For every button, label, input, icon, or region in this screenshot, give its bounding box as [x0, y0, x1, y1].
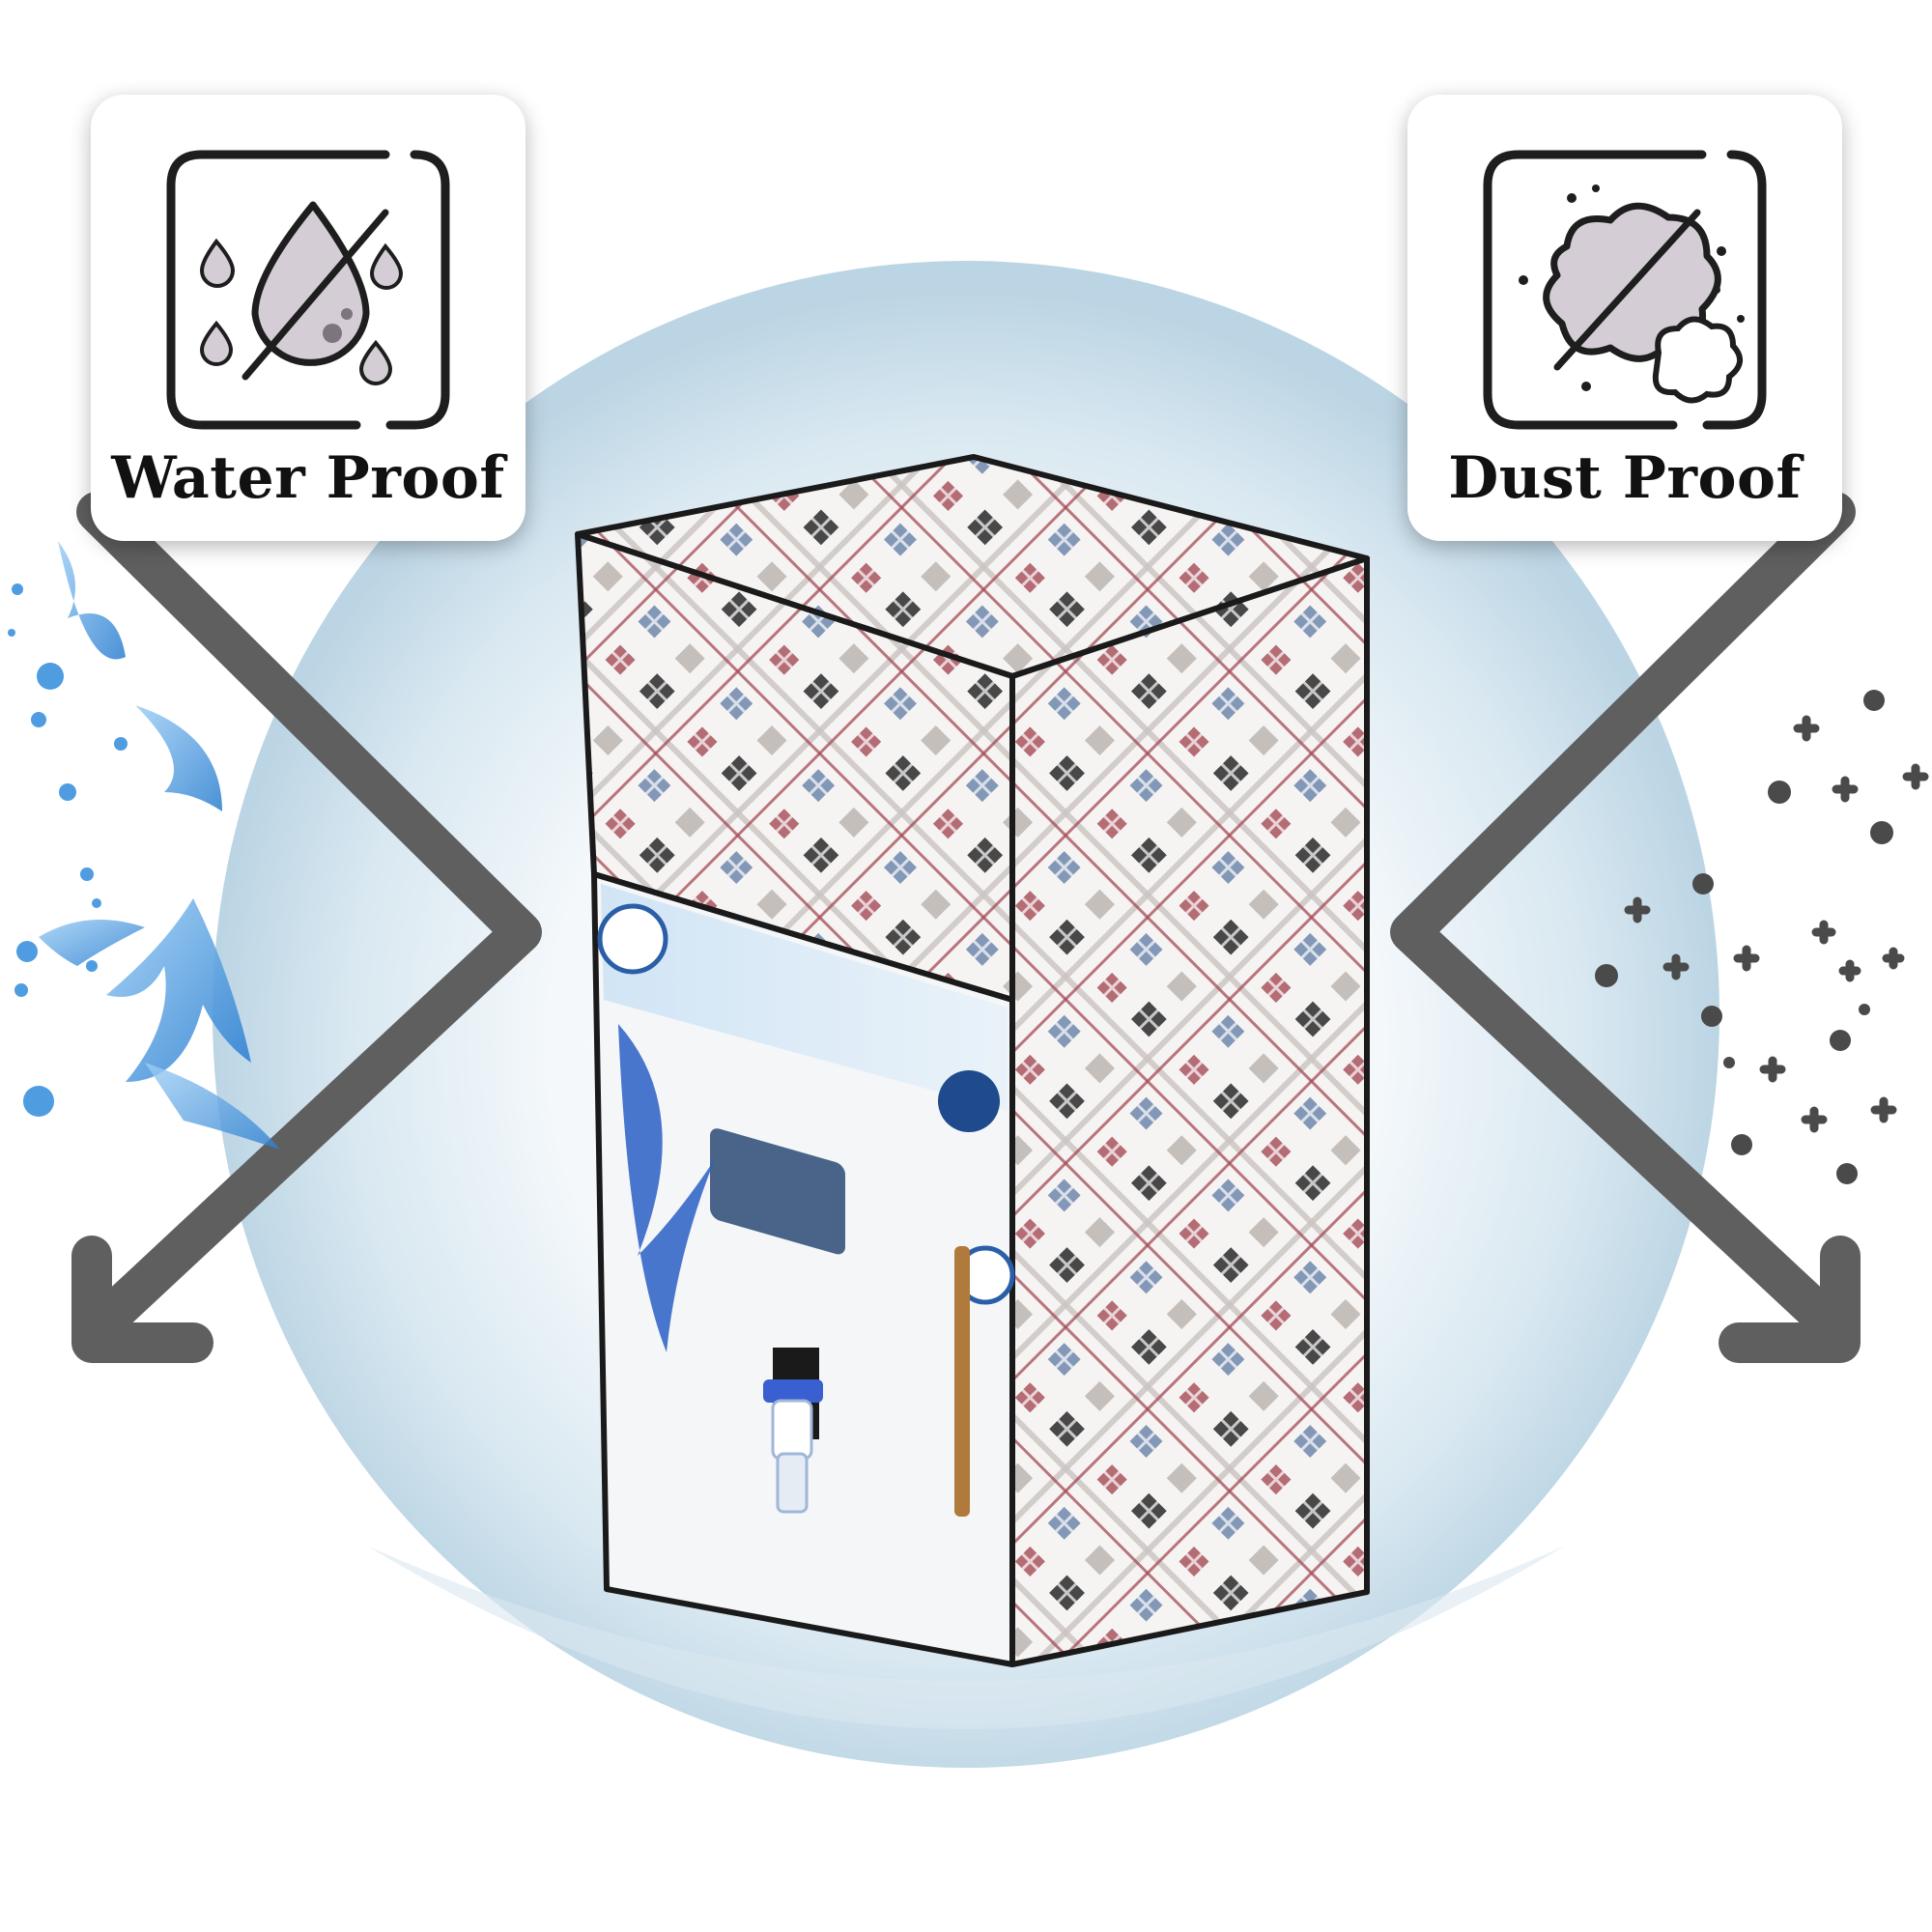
dust-cloud-crossed-icon: [1483, 150, 1767, 430]
water-proof-label: Water Proof: [111, 444, 505, 512]
water-proof-badge: Water Proof: [91, 95, 526, 541]
water-purifier-cover: [575, 454, 1370, 1667]
left-arrow-icon: [71, 492, 542, 1363]
right-arrow-icon: [1390, 492, 1861, 1363]
water-splash-icon: [8, 541, 280, 1150]
dust-proof-badge: Dust Proof: [1407, 95, 1842, 541]
dust-particles-icon: [1595, 690, 1929, 1184]
bottom-glow: [367, 1546, 1565, 1729]
water-drop-crossed-icon: [166, 150, 450, 430]
dust-proof-label: Dust Proof: [1448, 444, 1802, 512]
